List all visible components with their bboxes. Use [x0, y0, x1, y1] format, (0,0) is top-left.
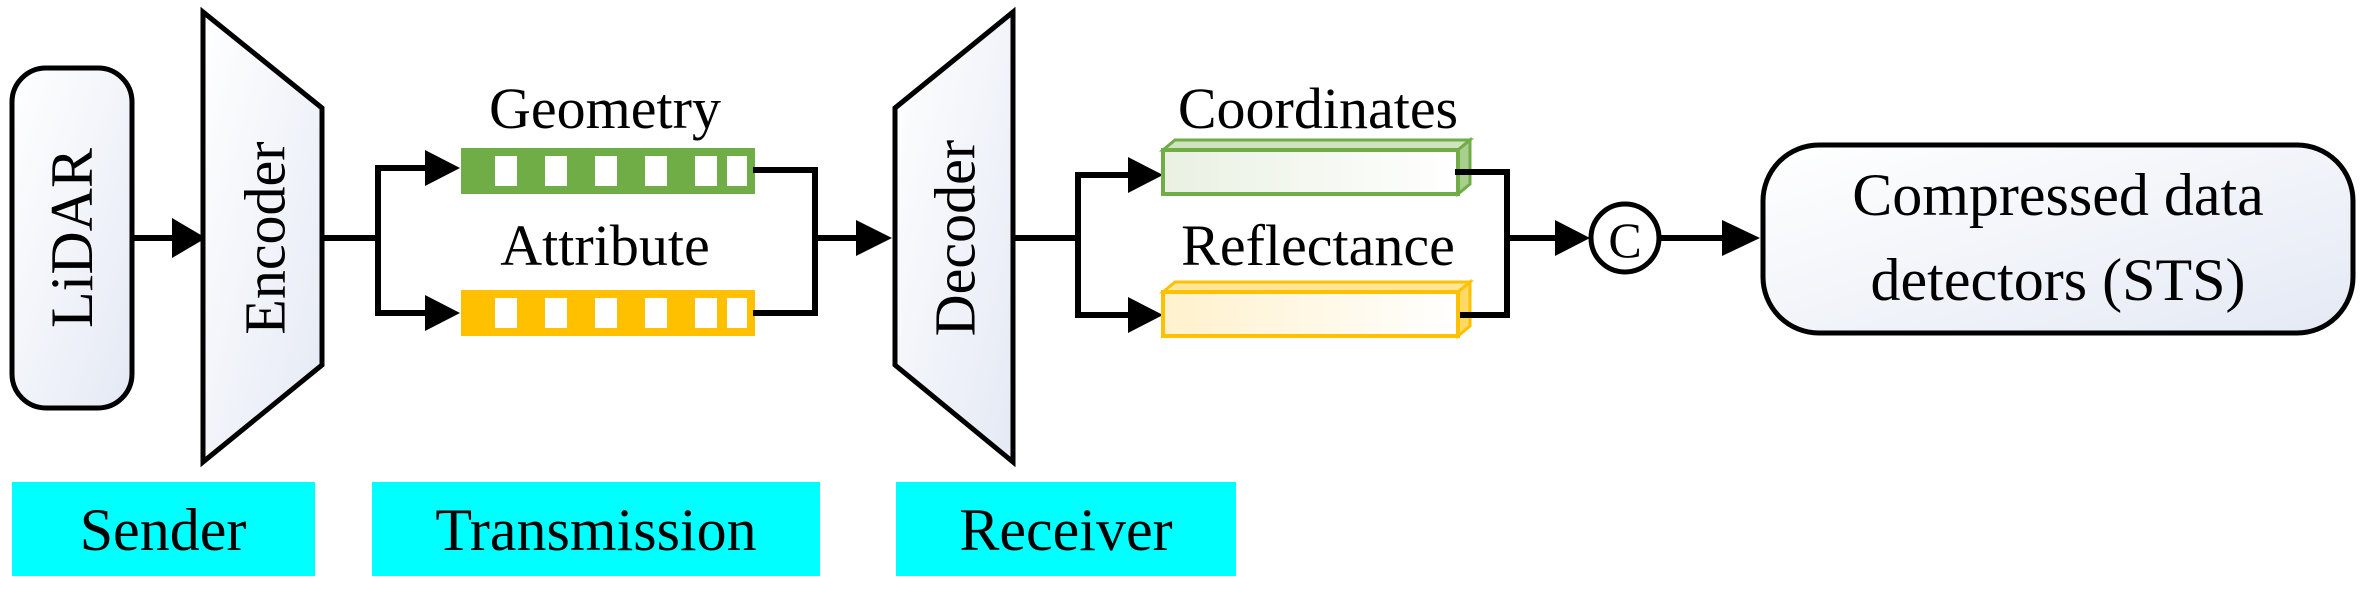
- output-label-line1: Compressed data: [1852, 162, 2264, 228]
- reflectance-label: Reflectance: [1181, 213, 1455, 278]
- lidar-label: LiDAR: [39, 148, 105, 328]
- coordinates-bar: [1158, 136, 1475, 198]
- arrow-to-attribute-head: [425, 295, 460, 331]
- stage-transmission-label: Transmission: [435, 497, 756, 563]
- output-node: Compressed data detectors (STS): [1760, 142, 2356, 336]
- stage-sender-label: Sender: [80, 497, 247, 563]
- decoder-block: Decoder: [892, 6, 1016, 468]
- arrow-to-geometry-head: [425, 150, 460, 186]
- reflectance-bar: [1158, 278, 1475, 340]
- encoder-block: Encoder: [200, 6, 325, 468]
- arrow-to-concat-head: [1555, 220, 1590, 256]
- stage-transmission: Transmission: [372, 482, 820, 576]
- arrow-lidar-encoder-head: [172, 218, 206, 258]
- attribute-bitstream: [461, 290, 755, 336]
- arrow-to-coordinates-head: [1128, 157, 1163, 193]
- concat-icon: C: [1608, 212, 1641, 268]
- arrow-to-decoder-head: [856, 220, 892, 256]
- stage-receiver-label: Receiver: [959, 497, 1172, 563]
- encoder-label: Encoder: [233, 141, 298, 334]
- geometry-bitstream: [461, 148, 755, 194]
- geometry-label: Geometry: [489, 76, 721, 141]
- connector-outputs-merge: [1455, 169, 1510, 318]
- output-label-line2: detectors (STS): [1871, 247, 2246, 313]
- arrow-to-output-head: [1722, 220, 1760, 256]
- coordinates-label: Coordinates: [1178, 76, 1458, 141]
- attribute-label: Attribute: [500, 213, 709, 278]
- concat-node: C: [1588, 201, 1662, 275]
- connector-geometry-merge: [753, 167, 818, 316]
- stage-receiver: Receiver: [896, 482, 1236, 576]
- arrow-to-reflectance-head: [1128, 297, 1163, 333]
- lidar-node: LiDAR: [9, 65, 135, 411]
- stage-sender: Sender: [12, 482, 315, 576]
- decoder-label: Decoder: [923, 140, 988, 336]
